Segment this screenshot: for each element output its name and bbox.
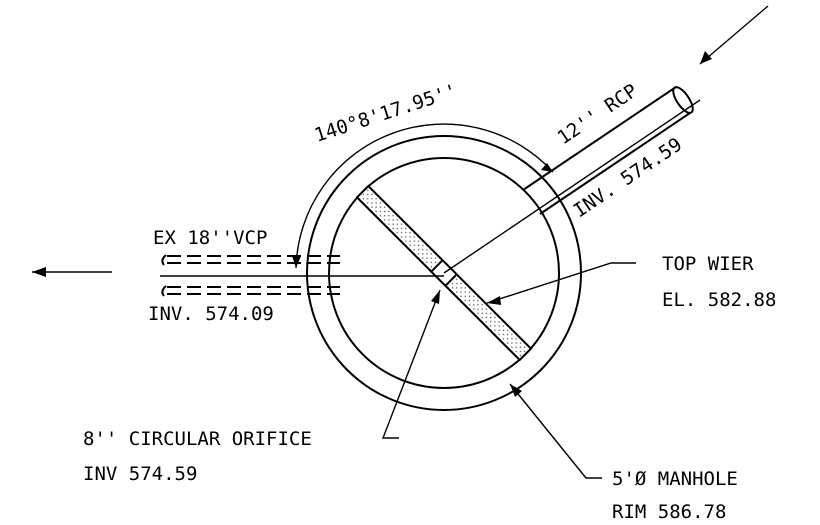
angle-arc-arrow-right	[541, 163, 553, 172]
orifice-leader	[381, 289, 441, 439]
weir-leader	[486, 262, 636, 304]
weir-elev-label: EL. 582.88	[662, 289, 776, 311]
manhole-leader	[509, 383, 602, 479]
flow-arrow-in	[699, 5, 769, 65]
orifice-inv-label: INV 574.59	[83, 463, 197, 485]
manhole-inner-wall	[328, 157, 560, 389]
pipe-out-inv-label: INV. 574.09	[148, 303, 274, 325]
orifice-title-label: 8'' CIRCULAR ORIFICE	[83, 428, 312, 450]
pipe-12-rcp	[522, 86, 694, 215]
weir-title-label: TOP WIER	[662, 253, 754, 275]
flow-arrow-out	[32, 267, 112, 277]
manhole-rim-label: RIM 586.78	[612, 501, 726, 523]
angle-arc-arrow-left	[292, 256, 301, 268]
manhole-title-label: 5'Ø MANHOLE	[612, 468, 738, 490]
pipe-out-label: EX 18''VCP	[153, 227, 267, 249]
pipe-centerline	[443, 99, 701, 274]
angle-arc	[295, 123, 554, 269]
pipe-18-vcp	[161, 254, 340, 297]
